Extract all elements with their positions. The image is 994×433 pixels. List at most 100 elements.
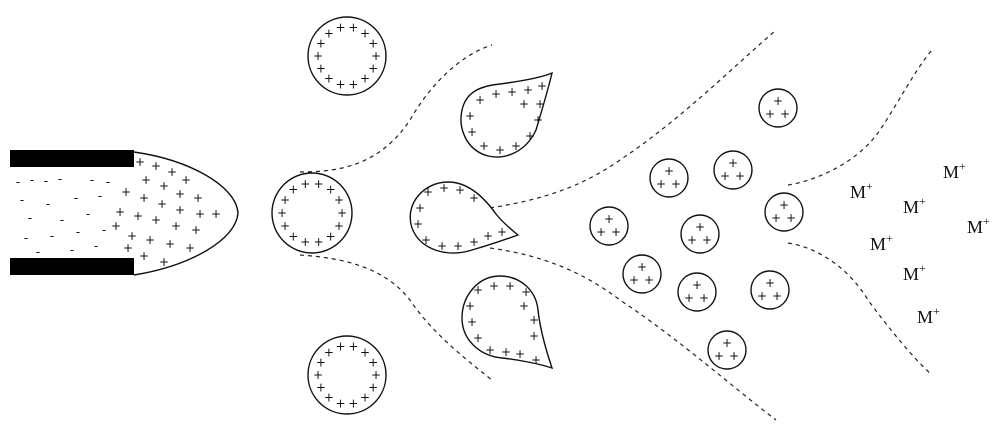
positive-charge: + (692, 278, 702, 292)
negative-charge: - (28, 211, 32, 225)
positive-charge: + (475, 93, 485, 107)
positive-charge: + (360, 72, 370, 86)
negative-charge: - (90, 173, 94, 187)
positive-charge: + (519, 299, 529, 313)
positive-charge: + (280, 219, 290, 233)
positive-charge: + (413, 217, 423, 231)
outer-boundary-top (788, 50, 932, 185)
capillary-needle: -------------------- +++++++++++++++++++… (10, 150, 238, 275)
ion-charge: + (919, 261, 926, 275)
positive-charge: + (497, 225, 507, 239)
positive-charge: + (529, 329, 539, 343)
positive-charge: + (336, 21, 346, 35)
ion-label: M+ (917, 304, 940, 327)
positive-charge: + (167, 165, 177, 179)
positive-charge: + (277, 206, 287, 220)
positive-charge: + (735, 169, 745, 183)
positive-charge: + (455, 183, 465, 197)
positive-charge: + (324, 26, 334, 40)
gas-phase-ions: M+M+M+M+M+M+M+ (850, 159, 990, 327)
ion-label: M+ (870, 231, 893, 254)
ion-charge: + (959, 159, 966, 173)
positive-charge: + (141, 173, 151, 187)
ion-label: M+ (943, 159, 966, 182)
negative-charge: - (20, 193, 24, 207)
negative-charge: - (46, 197, 50, 211)
positive-charge: + (195, 207, 205, 221)
positive-charge: + (175, 187, 185, 201)
ion-label: M+ (903, 261, 926, 284)
positive-charge: + (415, 201, 425, 215)
positive-charge: + (511, 139, 521, 153)
positive-charge: + (722, 336, 732, 350)
positive-charge: + (324, 345, 334, 359)
small-droplet: +++ (681, 215, 719, 253)
small-droplet: +++ (678, 273, 716, 311)
positive-charge: + (495, 143, 505, 157)
positive-charge: + (123, 241, 133, 255)
small-droplet: +++ (623, 255, 661, 293)
positive-charge: + (337, 206, 347, 220)
teardrop-droplet-upper: ++++++++++++++ (461, 73, 552, 157)
negative-charge: - (76, 225, 80, 239)
positive-charge: + (368, 36, 378, 50)
positive-charge: + (629, 273, 639, 287)
small-droplet: +++ (650, 159, 688, 197)
positive-charge: + (523, 83, 533, 97)
positive-charge: + (473, 283, 483, 297)
positive-charge: + (786, 211, 796, 225)
positive-charge: + (525, 129, 535, 143)
small-droplet: +++ (751, 271, 789, 309)
positive-charge: + (687, 233, 697, 247)
positive-charge: + (111, 219, 121, 233)
positive-charge: + (157, 197, 167, 211)
positive-charge: + (469, 235, 479, 249)
capillary-bottom-wall (10, 258, 134, 275)
capillary-top-wall (10, 150, 134, 167)
positive-charge: + (728, 156, 738, 170)
negative-charge: - (16, 175, 20, 189)
positive-charge: + (326, 229, 336, 243)
positive-charge: + (185, 241, 195, 255)
positive-charge: + (469, 191, 479, 205)
negative-charge: - (98, 189, 102, 203)
negative-charge: - (74, 191, 78, 205)
positive-charge: + (348, 396, 358, 410)
ion-symbol: M (943, 162, 959, 182)
positive-charge: + (465, 109, 475, 123)
positive-charge: + (360, 391, 370, 405)
positive-charge: + (483, 229, 493, 243)
positive-charge: + (453, 239, 463, 253)
positive-charge: + (720, 169, 730, 183)
positive-charge: + (757, 289, 767, 303)
teardrop-droplet-lower: ++++++++++++++ (462, 276, 552, 368)
positive-charge: + (779, 198, 789, 212)
positive-charge: + (133, 209, 143, 223)
negative-charge: - (86, 207, 90, 221)
large-droplet-top: ++++++++++++++ (308, 17, 386, 95)
positive-charge: + (159, 255, 169, 269)
ion-symbol: M (850, 182, 866, 202)
negative-charge: - (36, 245, 40, 259)
positive-charge: + (193, 191, 203, 205)
ion-symbol: M (967, 217, 983, 237)
ion-symbol: M (870, 234, 886, 254)
positive-charge: + (729, 349, 739, 363)
positive-charge: + (485, 343, 495, 357)
positive-charge: + (159, 179, 169, 193)
ion-label: M+ (903, 194, 926, 217)
ion-charge: + (886, 231, 893, 245)
positive-charge: + (439, 181, 449, 195)
capillary-negative-charges: -------------------- (16, 172, 110, 259)
ion-charge: + (933, 304, 940, 318)
positive-charge: + (465, 299, 475, 313)
taylor-cone (134, 152, 238, 275)
positive-charge: + (437, 239, 447, 253)
positive-charge: + (765, 276, 775, 290)
positive-charge: + (175, 203, 185, 217)
positive-charge: + (181, 173, 191, 187)
positive-charge: + (316, 381, 326, 395)
positive-charge: + (121, 185, 131, 199)
positive-charge: + (644, 273, 654, 287)
positive-charge: + (702, 233, 712, 247)
